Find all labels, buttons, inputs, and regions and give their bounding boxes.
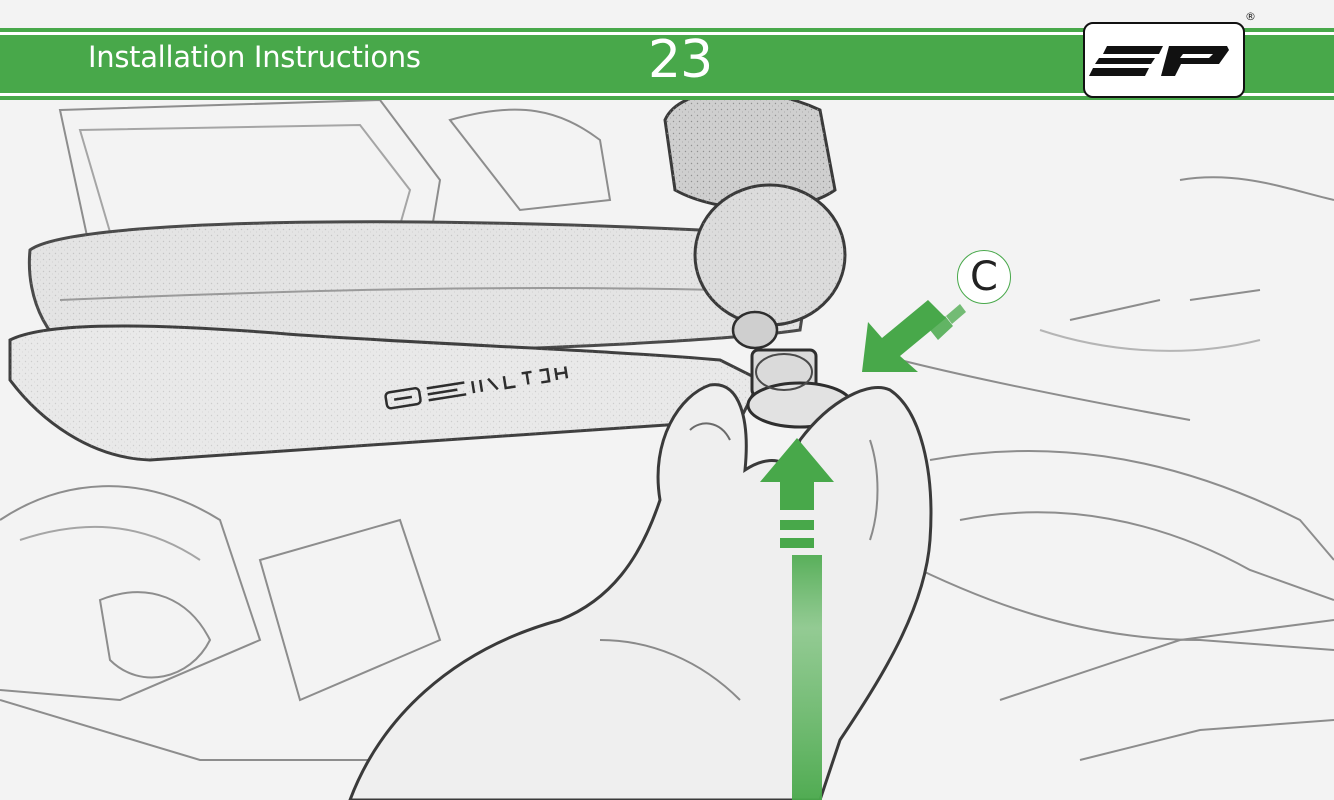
callout-label-c: C <box>957 250 1011 304</box>
brand-logo <box>1083 22 1245 98</box>
document-title: Installation Instructions <box>88 40 421 74</box>
ep-logo-icon <box>1085 24 1243 96</box>
registered-mark: ® <box>1245 10 1256 23</box>
page-number: 23 <box>648 30 712 90</box>
